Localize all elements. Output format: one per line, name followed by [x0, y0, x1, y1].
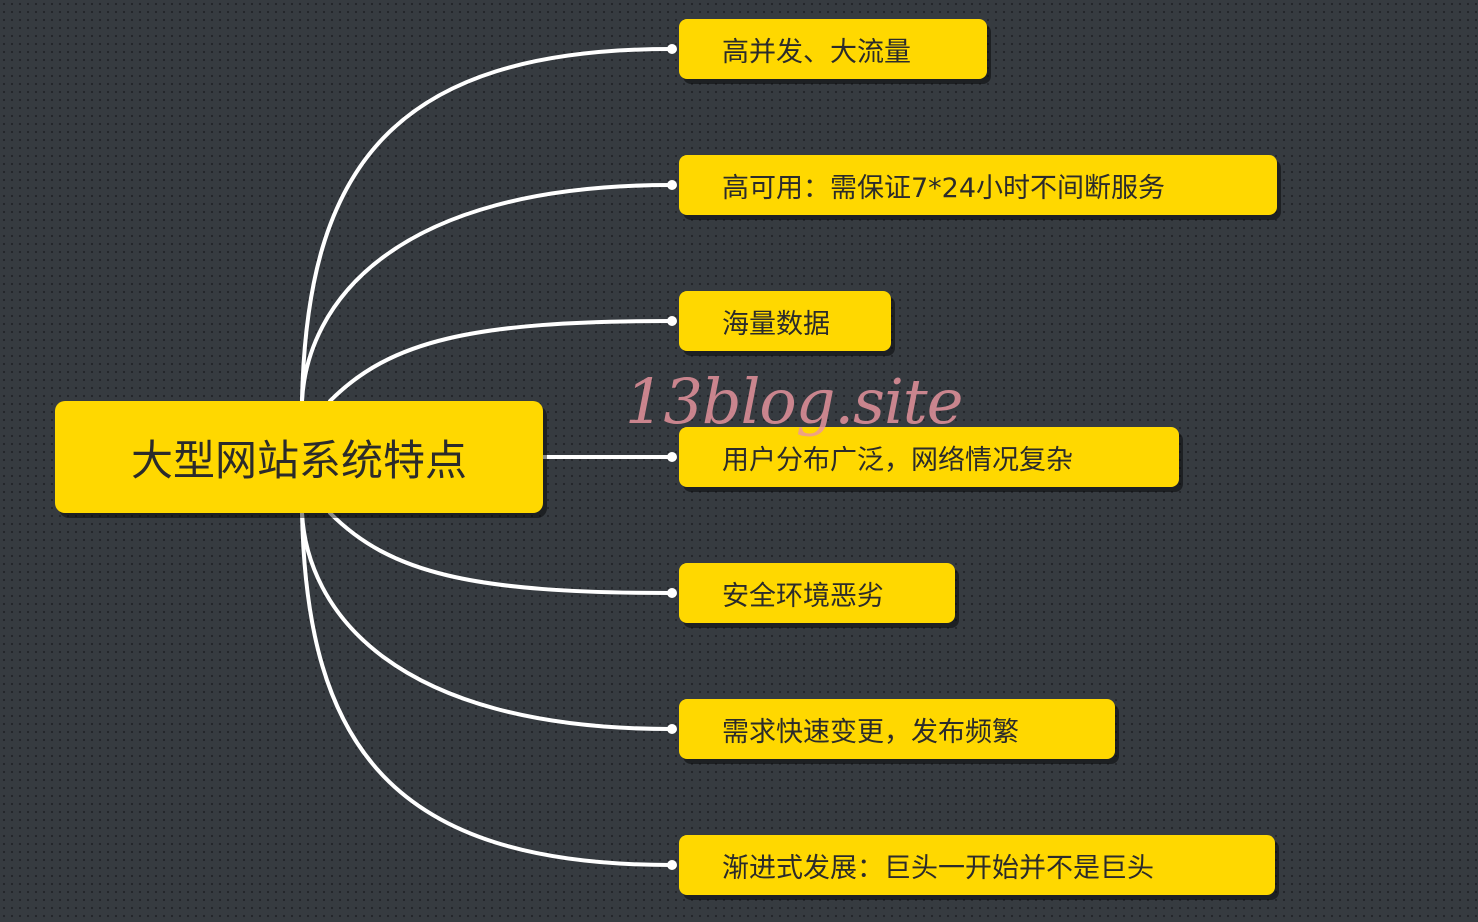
branch-node-high-availability[interactable]: 高可用：需保证7*24小时不间断服务 [679, 155, 1277, 215]
connector-endpoint-4 [667, 452, 677, 462]
connector-line-7 [300, 511, 673, 867]
branch-node-massive-data[interactable]: 海量数据 [679, 291, 891, 351]
connector-line-1 [300, 47, 673, 403]
connector-endpoint-1 [667, 44, 677, 54]
connector-endpoint-3 [667, 316, 677, 326]
connector-endpoint-2 [667, 180, 677, 190]
branch-label-distributed-users: 用户分布广泛，网络情况复杂 [722, 444, 1073, 476]
branch-node-distributed-users[interactable]: 用户分布广泛，网络情况复杂 [679, 427, 1179, 487]
branch-node-gradual-growth[interactable]: 渐进式发展：巨头一开始并不是巨头 [679, 835, 1275, 895]
branch-label-harsh-security: 安全环境恶劣 [722, 580, 884, 612]
branch-node-high-concurrency[interactable]: 高并发、大流量 [679, 19, 987, 79]
branch-node-fast-changes[interactable]: 需求快速变更，发布频繁 [679, 699, 1115, 759]
connector-line-3 [328, 319, 673, 403]
connector-endpoint-5 [667, 588, 677, 598]
connector-endpoint-6 [667, 724, 677, 734]
branch-node-harsh-security[interactable]: 安全环境恶劣 [679, 563, 955, 623]
branch-label-massive-data: 海量数据 [722, 308, 830, 340]
branch-label-high-concurrency: 高并发、大流量 [722, 36, 911, 68]
branch-label-high-availability: 高可用：需保证7*24小时不间断服务 [722, 172, 1166, 204]
root-topic-label: 大型网站系统特点 [130, 435, 467, 485]
connector-endpoint-7 [667, 860, 677, 870]
connector-line-5 [328, 511, 673, 595]
root-topic-node[interactable]: 大型网站系统特点 [55, 401, 543, 513]
connector-line-6 [300, 511, 673, 731]
branch-label-fast-changes: 需求快速变更，发布频繁 [722, 716, 1019, 748]
branch-label-gradual-growth: 渐进式发展：巨头一开始并不是巨头 [722, 852, 1154, 884]
connector-line-2 [300, 183, 673, 403]
